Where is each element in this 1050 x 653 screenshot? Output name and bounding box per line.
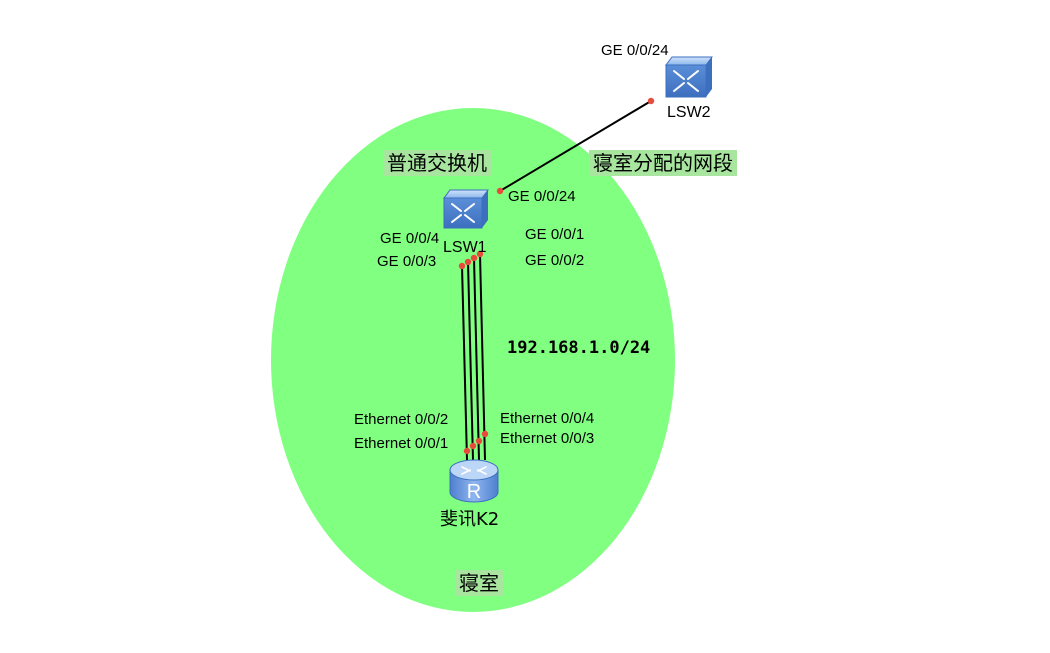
port-dot-r-eth1 <box>463 447 471 455</box>
switch-icon[interactable] <box>443 189 489 229</box>
port-dot-lsw1-ge24 <box>496 187 504 195</box>
dorm-segment-annotation: 寝室分配的网段 <box>589 150 737 176</box>
router-eth2-label: Ethernet 0/0/2 <box>354 411 449 428</box>
lsw2-port-label: GE 0/0/24 <box>601 42 669 59</box>
router-eth3-label: Ethernet 0/0/3 <box>500 430 595 447</box>
svg-text:R: R <box>467 481 481 503</box>
lsw1-uplink-port-label: GE 0/0/24 <box>508 188 576 205</box>
link-bundle-lsw1-router <box>461 253 486 461</box>
link-ge2-eth4 <box>479 253 486 461</box>
port-dot-r-eth3 <box>475 437 483 445</box>
port-dot-lsw1-ge2 <box>476 250 484 258</box>
switch-icon[interactable] <box>665 56 713 98</box>
dorm-zone-label: 寝室 <box>455 570 503 596</box>
port-dot-lsw1-ge3 <box>458 262 466 270</box>
link-lsw1-lsw2 <box>499 100 652 192</box>
router-eth1-label: Ethernet 0/0/1 <box>354 435 449 452</box>
link-ge3-eth1 <box>461 265 468 461</box>
lsw1-port2-label: GE 0/0/2 <box>525 252 585 269</box>
port-dot-r-eth4 <box>481 430 489 438</box>
lsw1-port3-label: GE 0/0/3 <box>377 253 437 270</box>
port-dots <box>458 97 655 455</box>
router-eth4-label: Ethernet 0/0/4 <box>500 410 595 427</box>
router-icon[interactable]: R <box>449 459 499 503</box>
lsw1-port4-label: GE 0/0/4 <box>380 230 440 247</box>
port-dot-lsw2-ge24 <box>647 97 655 105</box>
router-name: 斐讯K2 <box>440 509 500 530</box>
port-dot-lsw1-ge4 <box>464 258 472 266</box>
link-ge1-eth3 <box>473 257 480 461</box>
dorm-zone <box>271 108 675 612</box>
lsw1-name: LSW1 <box>443 239 487 256</box>
port-dot-r-eth2 <box>469 442 477 450</box>
link-ge4-eth2 <box>467 261 474 461</box>
lsw1-role-label: 普通交换机 <box>383 150 491 176</box>
port-dot-lsw1-ge1 <box>470 254 478 262</box>
lsw2-name: LSW2 <box>667 104 711 121</box>
lsw1-port1-label: GE 0/0/1 <box>525 226 585 243</box>
subnet-label: 192.168.1.0/24 <box>507 338 651 358</box>
